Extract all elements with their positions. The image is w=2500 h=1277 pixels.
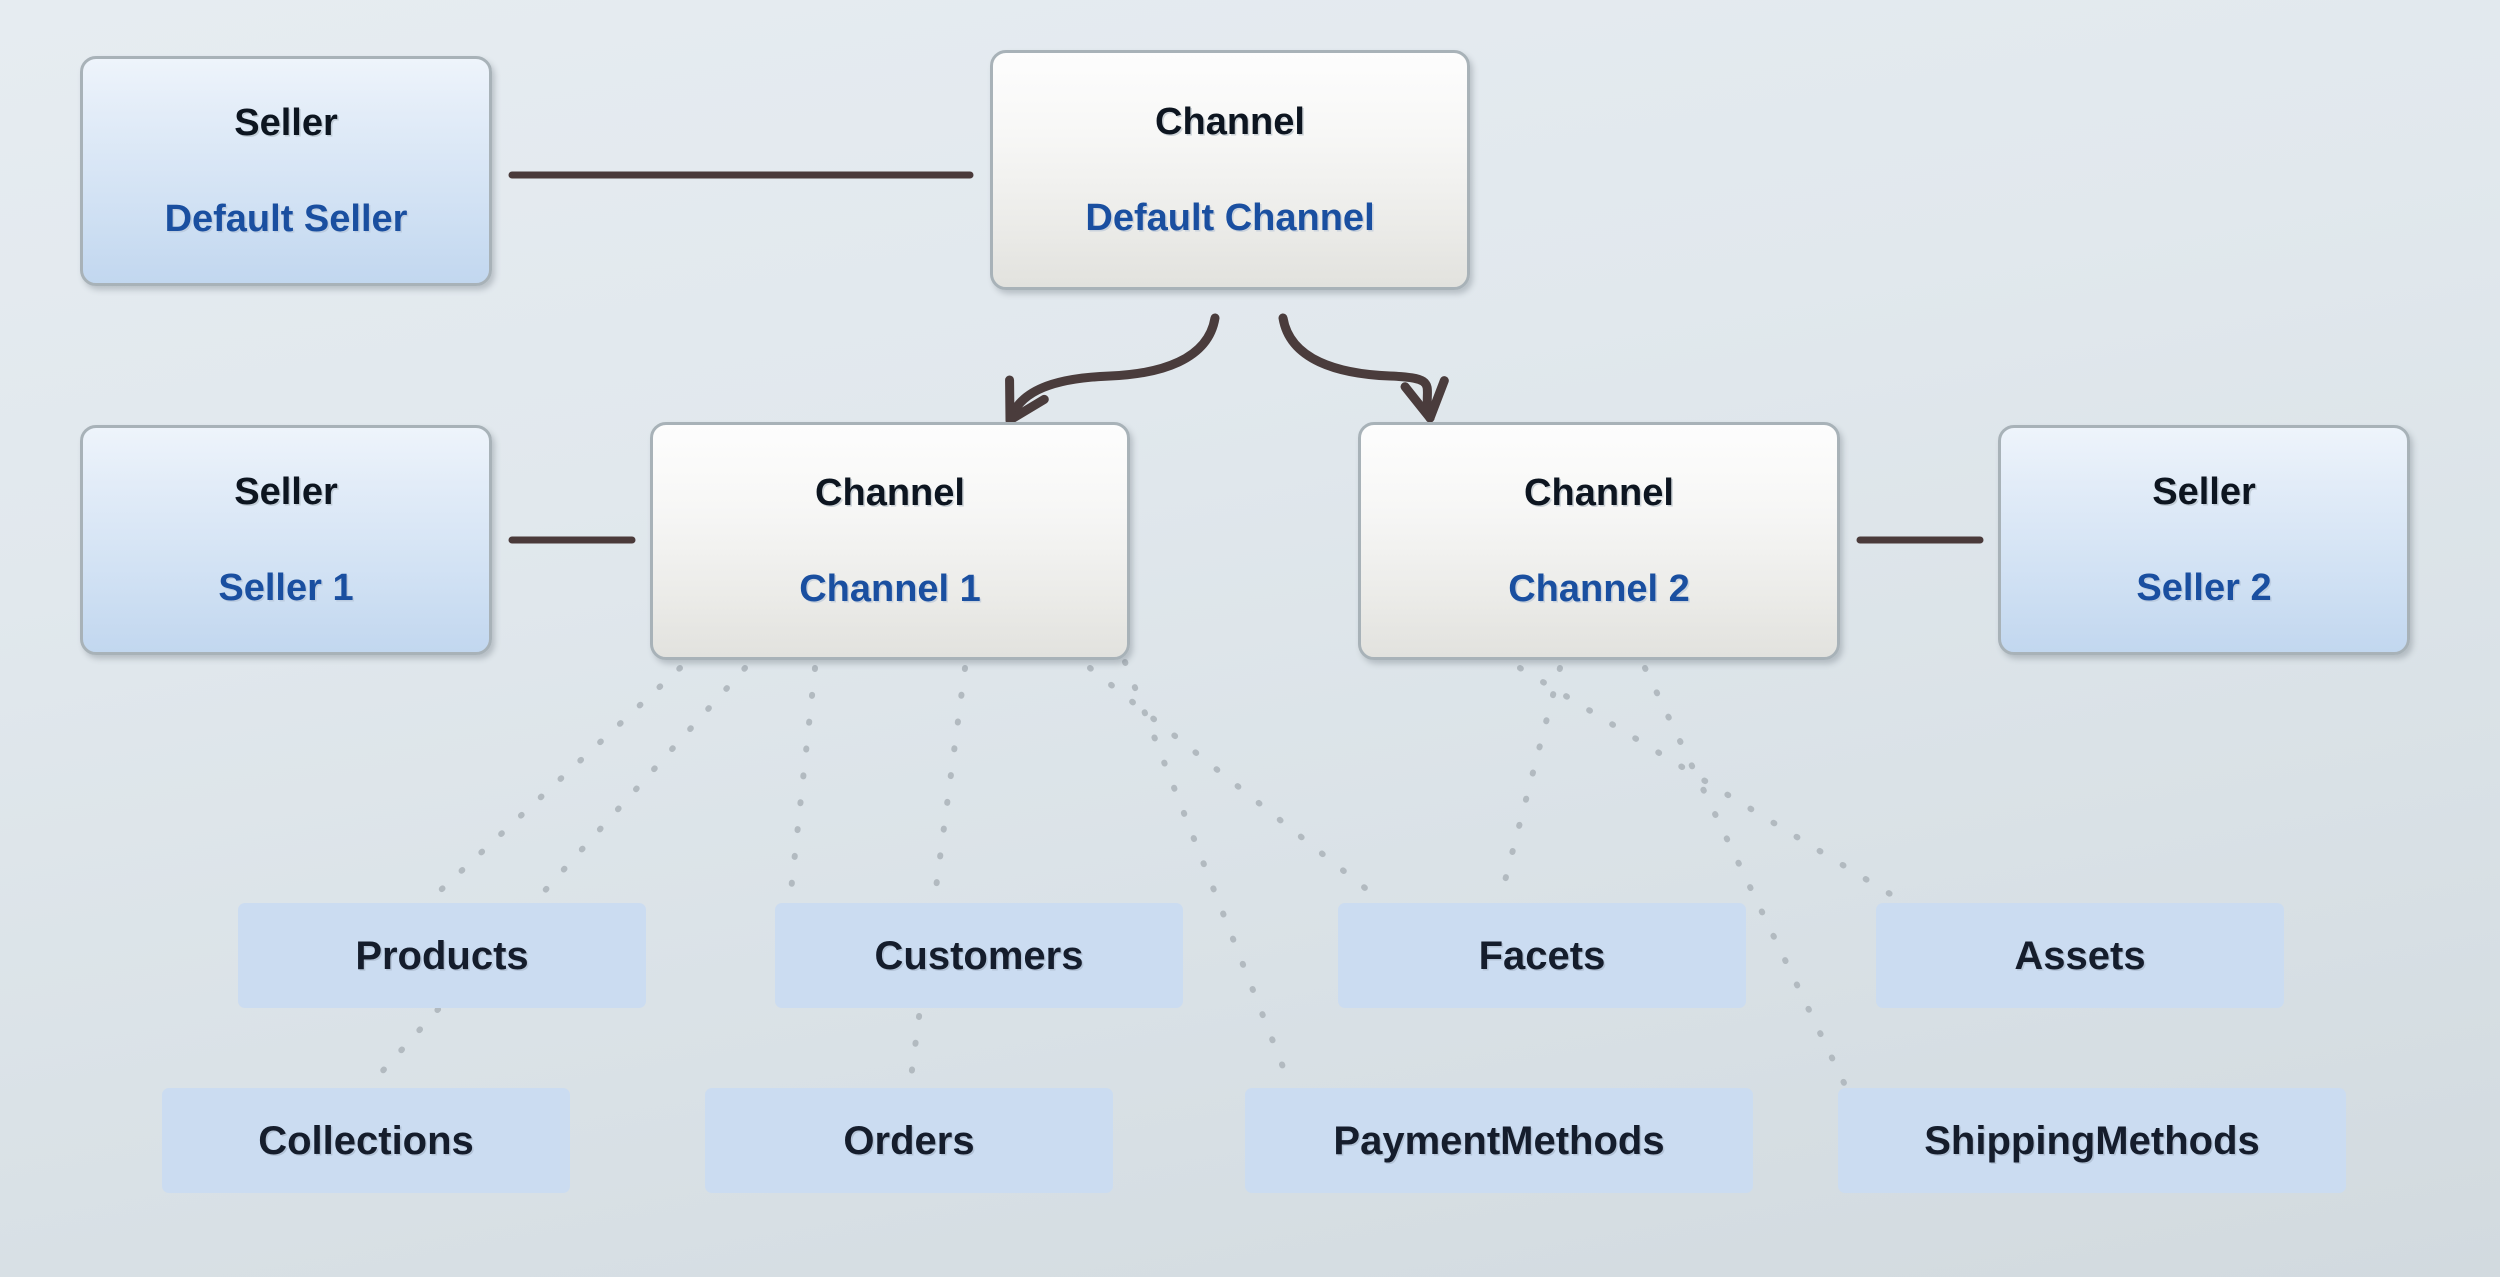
node-name-label: Default Seller [164, 198, 408, 240]
chip-label: Collections [258, 1118, 474, 1163]
link-channel-1-to-paymentmethods [1122, 659, 1293, 1088]
chip-customers[interactable]: Customers [775, 903, 1183, 1008]
chip-label: PaymentMethods [1333, 1118, 1665, 1163]
chip-assets[interactable]: Assets [1876, 903, 2284, 1008]
arrowhead-default-channel-to-channel-1 [1005, 394, 1049, 425]
link-channel-1-to-collections [367, 665, 748, 1088]
link-channel-2-to-shippingmethods [1642, 665, 1848, 1088]
chip-paymentmethods[interactable]: PaymentMethods [1245, 1088, 1753, 1193]
node-name-label: Default Channel [1085, 197, 1375, 239]
link-channel-1-to-facets [1087, 665, 1383, 903]
chip-shippingmethods[interactable]: ShippingMethods [1838, 1088, 2346, 1193]
node-type-label: Seller [2152, 471, 2256, 513]
chip-label: ShippingMethods [1924, 1118, 2260, 1163]
chip-label: Products [355, 933, 529, 978]
node-name-label: Seller 2 [2136, 567, 2272, 609]
link-channel-2-to-assets [1517, 665, 1903, 903]
chip-products[interactable]: Products [238, 903, 646, 1008]
chip-facets[interactable]: Facets [1338, 903, 1746, 1008]
chip-collections[interactable]: Collections [162, 1088, 570, 1193]
link-channel-1-to-products [427, 665, 683, 903]
node-name-label: Channel 1 [799, 568, 981, 610]
dotted-link-group [367, 659, 1903, 1088]
node-type-label: Seller [234, 102, 338, 144]
link-channel-1-to-customers [787, 665, 818, 903]
chip-orders[interactable]: Orders [705, 1088, 1113, 1193]
chip-label: Orders [843, 1118, 975, 1163]
link-channel-2-to-facets-2 [1497, 665, 1563, 903]
arrow-default-channel-to-channel-2 [1278, 313, 1435, 423]
chip-label: Facets [1478, 933, 1606, 978]
arrow-default-channel-to-channel-1 [1005, 313, 1220, 425]
node-type-label: Channel [1155, 101, 1305, 143]
node-type-label: Seller [234, 471, 338, 513]
node-type-label: Channel [815, 472, 965, 514]
arrowhead-default-channel-to-channel-2 [1425, 376, 1449, 423]
arrowhead-default-channel-to-channel-2 [1400, 382, 1435, 423]
node-type-label: Channel [1524, 472, 1674, 514]
link-channel-1-to-orders [907, 665, 968, 1088]
chip-label: Customers [874, 933, 1084, 978]
arrow-link-group [1005, 313, 1449, 425]
node-name-label: Channel 2 [1508, 568, 1690, 610]
chip-label: Assets [2014, 933, 2146, 978]
node-name-label: Seller 1 [218, 567, 354, 609]
